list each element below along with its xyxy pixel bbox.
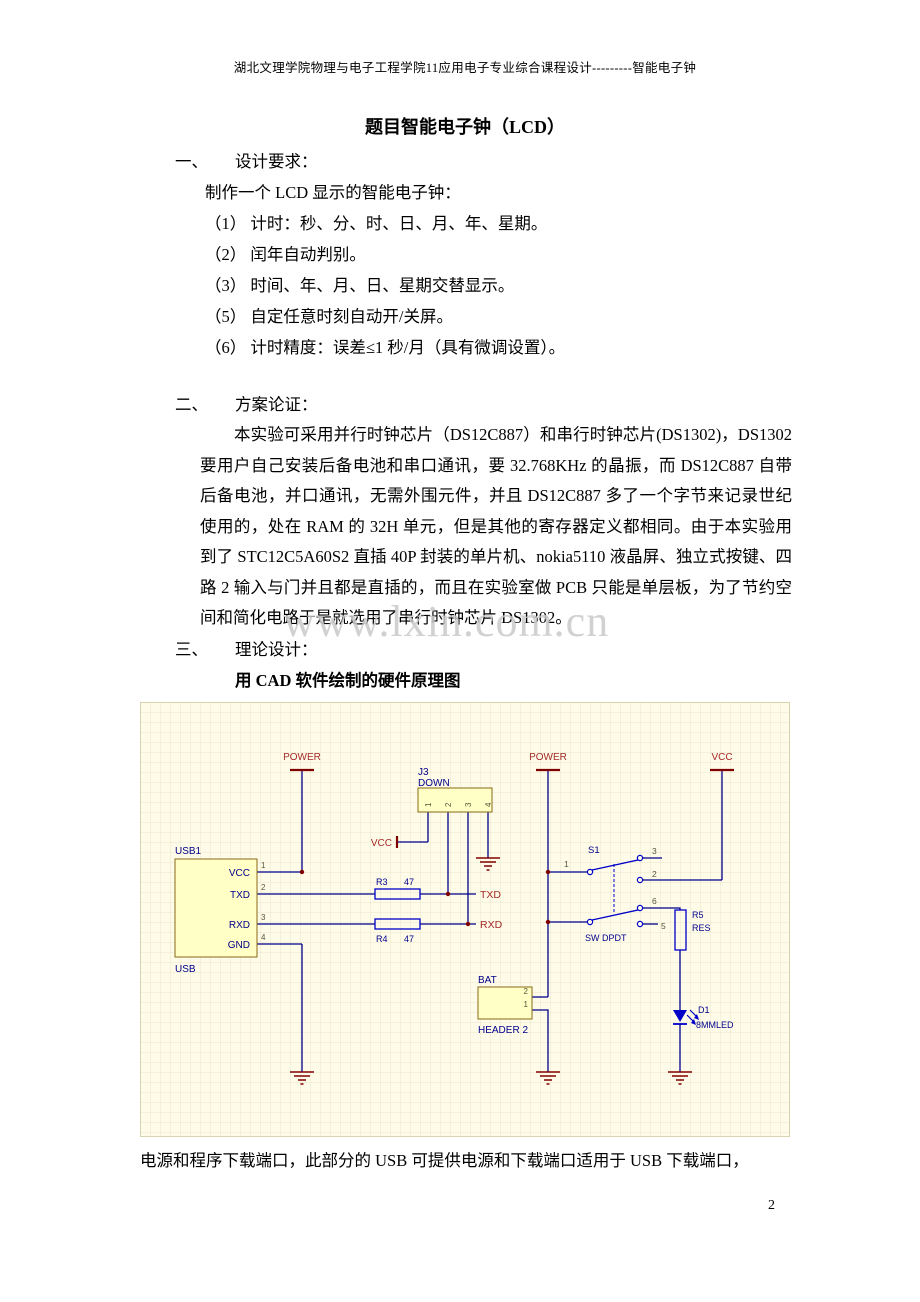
r4-value: 47 <box>404 934 414 944</box>
requirement-item-1: （1） 计时：秒、分、时、日、月、年、星期。 <box>205 214 548 233</box>
txd-net-label: TXD <box>480 889 501 901</box>
section-1-intro: 制作一个 LCD 显示的智能电子钟： <box>205 183 461 202</box>
bat-pin-number-2: 2 <box>524 987 529 996</box>
r3-value: 47 <box>404 877 414 887</box>
d1-arrowhead-2 <box>694 1013 699 1020</box>
j3-designator: J3 <box>418 767 429 778</box>
section-3-heading: 三、 理论设计： <box>175 634 795 665</box>
s1-terminal-4 <box>586 918 594 925</box>
s1-blade-bottom <box>591 908 639 921</box>
s1-terminal-2 <box>636 876 644 883</box>
s1-designator: S1 <box>588 845 600 856</box>
requirement-item-5: （5） 自定任意时刻自动开/关屏。 <box>205 307 453 326</box>
usb1-pin-rxd: RXD <box>229 920 250 931</box>
bat-designator: BAT <box>478 975 497 986</box>
s1-terminal-3 <box>636 854 644 861</box>
requirement-item-3: （3） 时间、年、月、日、星期交替显示。 <box>205 276 515 295</box>
s1-terminal-5 <box>636 920 644 927</box>
switch-s1: S1 1 3 2 6 5 SW DPDT <box>564 845 666 943</box>
s1-pin-number-3: 3 <box>652 846 657 856</box>
r3-designator: R3 <box>376 877 388 887</box>
j3-pin-2: 2 <box>444 802 453 807</box>
requirement-item-6: （6） 计时精度：误差≤1 秒/月（具有微调设置）。 <box>205 338 566 357</box>
schematic-caption: 电源和程序下载端口，此部分的 USB 可提供电源和下载端口适用于 USB 下载端… <box>140 1150 749 1170</box>
usb1-pin-txd: TXD <box>230 890 250 901</box>
section-1-title: 设计要求： <box>235 152 318 171</box>
bat-body <box>477 986 533 1019</box>
resistor-r3: R3 47 <box>374 877 421 900</box>
r5-designator: R5 <box>692 910 704 920</box>
usb1-designator: USB1 <box>175 846 202 857</box>
j3-part-name: DOWN <box>418 778 450 789</box>
section-1-number: 一、 <box>175 152 208 171</box>
r4-body <box>374 917 421 930</box>
usb1-body <box>174 858 258 957</box>
vcc-label-right: VCC <box>711 752 732 763</box>
s1-pin-number-6: 6 <box>652 896 657 906</box>
j3-connector: J3 DOWN 1 2 3 4 <box>417 767 493 812</box>
s1-part-name: SW DPDT <box>585 933 627 943</box>
s1-pin-number-1: 1 <box>564 859 569 869</box>
usb1-pin-number-3: 3 <box>261 913 266 922</box>
junction-dots <box>299 869 551 926</box>
r3-body <box>374 887 421 900</box>
s1-terminal-1 <box>586 868 594 875</box>
s1-blade-top <box>591 858 639 871</box>
j3-pin-3: 3 <box>464 802 473 807</box>
vcc-port-label: VCC <box>371 838 392 849</box>
rxd-net-label: RXD <box>480 919 503 931</box>
power-label-left: POWER <box>283 752 321 763</box>
section-2-paragraph: 本实验可采用并行时钟芯片（DS12C887）和串行时钟芯片(DS1302)，DS… <box>200 425 792 627</box>
d1-triangle <box>673 1009 687 1022</box>
usb1-pin-number-1: 1 <box>261 861 266 870</box>
section-3-number: 三、 <box>175 639 208 659</box>
s1-terminal-6 <box>636 904 644 911</box>
section-3-subheading: 用 CAD 软件绘制的硬件原理图 <box>235 670 461 690</box>
d1-arrowhead-1 <box>691 1018 696 1025</box>
section-3-title: 理论设计： <box>235 639 318 659</box>
section-1-heading: 一、 设计要求： <box>175 146 795 177</box>
schematic-border <box>140 701 790 1137</box>
d1-value: 8MMLED <box>696 1020 734 1030</box>
led-d1: D1 8MMLED <box>673 1005 734 1030</box>
d1-designator: D1 <box>698 1005 710 1015</box>
circuit-schematic: USB1 USB VCC TXD RXD GND 1 2 3 4 J3 DOWN… <box>140 701 790 1137</box>
document-header: 湖北文理学院物理与电子工程学院11应用电子专业综合课程设计---------智能… <box>233 61 697 75</box>
section-gap <box>140 363 795 389</box>
wires <box>257 769 723 1072</box>
requirement-item-2: （2） 闰年自动判别。 <box>205 245 366 264</box>
s1-pin-number-5: 5 <box>661 921 666 931</box>
j3-pin-4: 4 <box>484 802 493 807</box>
battery-header: BAT 2 1 HEADER 2 <box>477 975 533 1036</box>
r5-body <box>674 908 687 951</box>
usb1-pin-gnd: GND <box>228 940 250 951</box>
section-2-title: 方案论证： <box>235 395 318 414</box>
usb1-pin-vcc: VCC <box>229 868 250 879</box>
section-2-number: 二、 <box>175 395 208 414</box>
section-2-heading: 二、 方案论证： <box>175 389 795 420</box>
usb1-pin-number-4: 4 <box>261 933 266 942</box>
j3-pin-1: 1 <box>424 802 433 807</box>
bat-pin-number-1: 1 <box>524 1000 529 1009</box>
usb1-part-name: USB <box>175 964 196 975</box>
r4-designator: R4 <box>376 934 388 944</box>
r5-value: RES <box>692 923 711 933</box>
bat-part-name: HEADER 2 <box>478 1025 528 1036</box>
page-number: 2 <box>768 1198 775 1213</box>
document-body: 一、 设计要求： 制作一个 LCD 显示的智能电子钟： （1） 计时：秒、分、时、… <box>140 146 795 1175</box>
usb1-connector: USB1 USB VCC TXD RXD GND 1 2 3 4 <box>174 846 266 975</box>
power-label-mid: POWER <box>529 752 567 763</box>
resistor-r5: R5 RES <box>674 908 711 951</box>
resistor-r4: R4 47 <box>374 917 421 944</box>
j3-body <box>417 787 493 812</box>
s1-pin-number-2: 2 <box>652 869 657 879</box>
usb1-pin-number-2: 2 <box>261 883 266 892</box>
document-title: 题目智能电子钟（LCD） <box>364 117 565 137</box>
power-rail-symbols <box>290 768 734 848</box>
